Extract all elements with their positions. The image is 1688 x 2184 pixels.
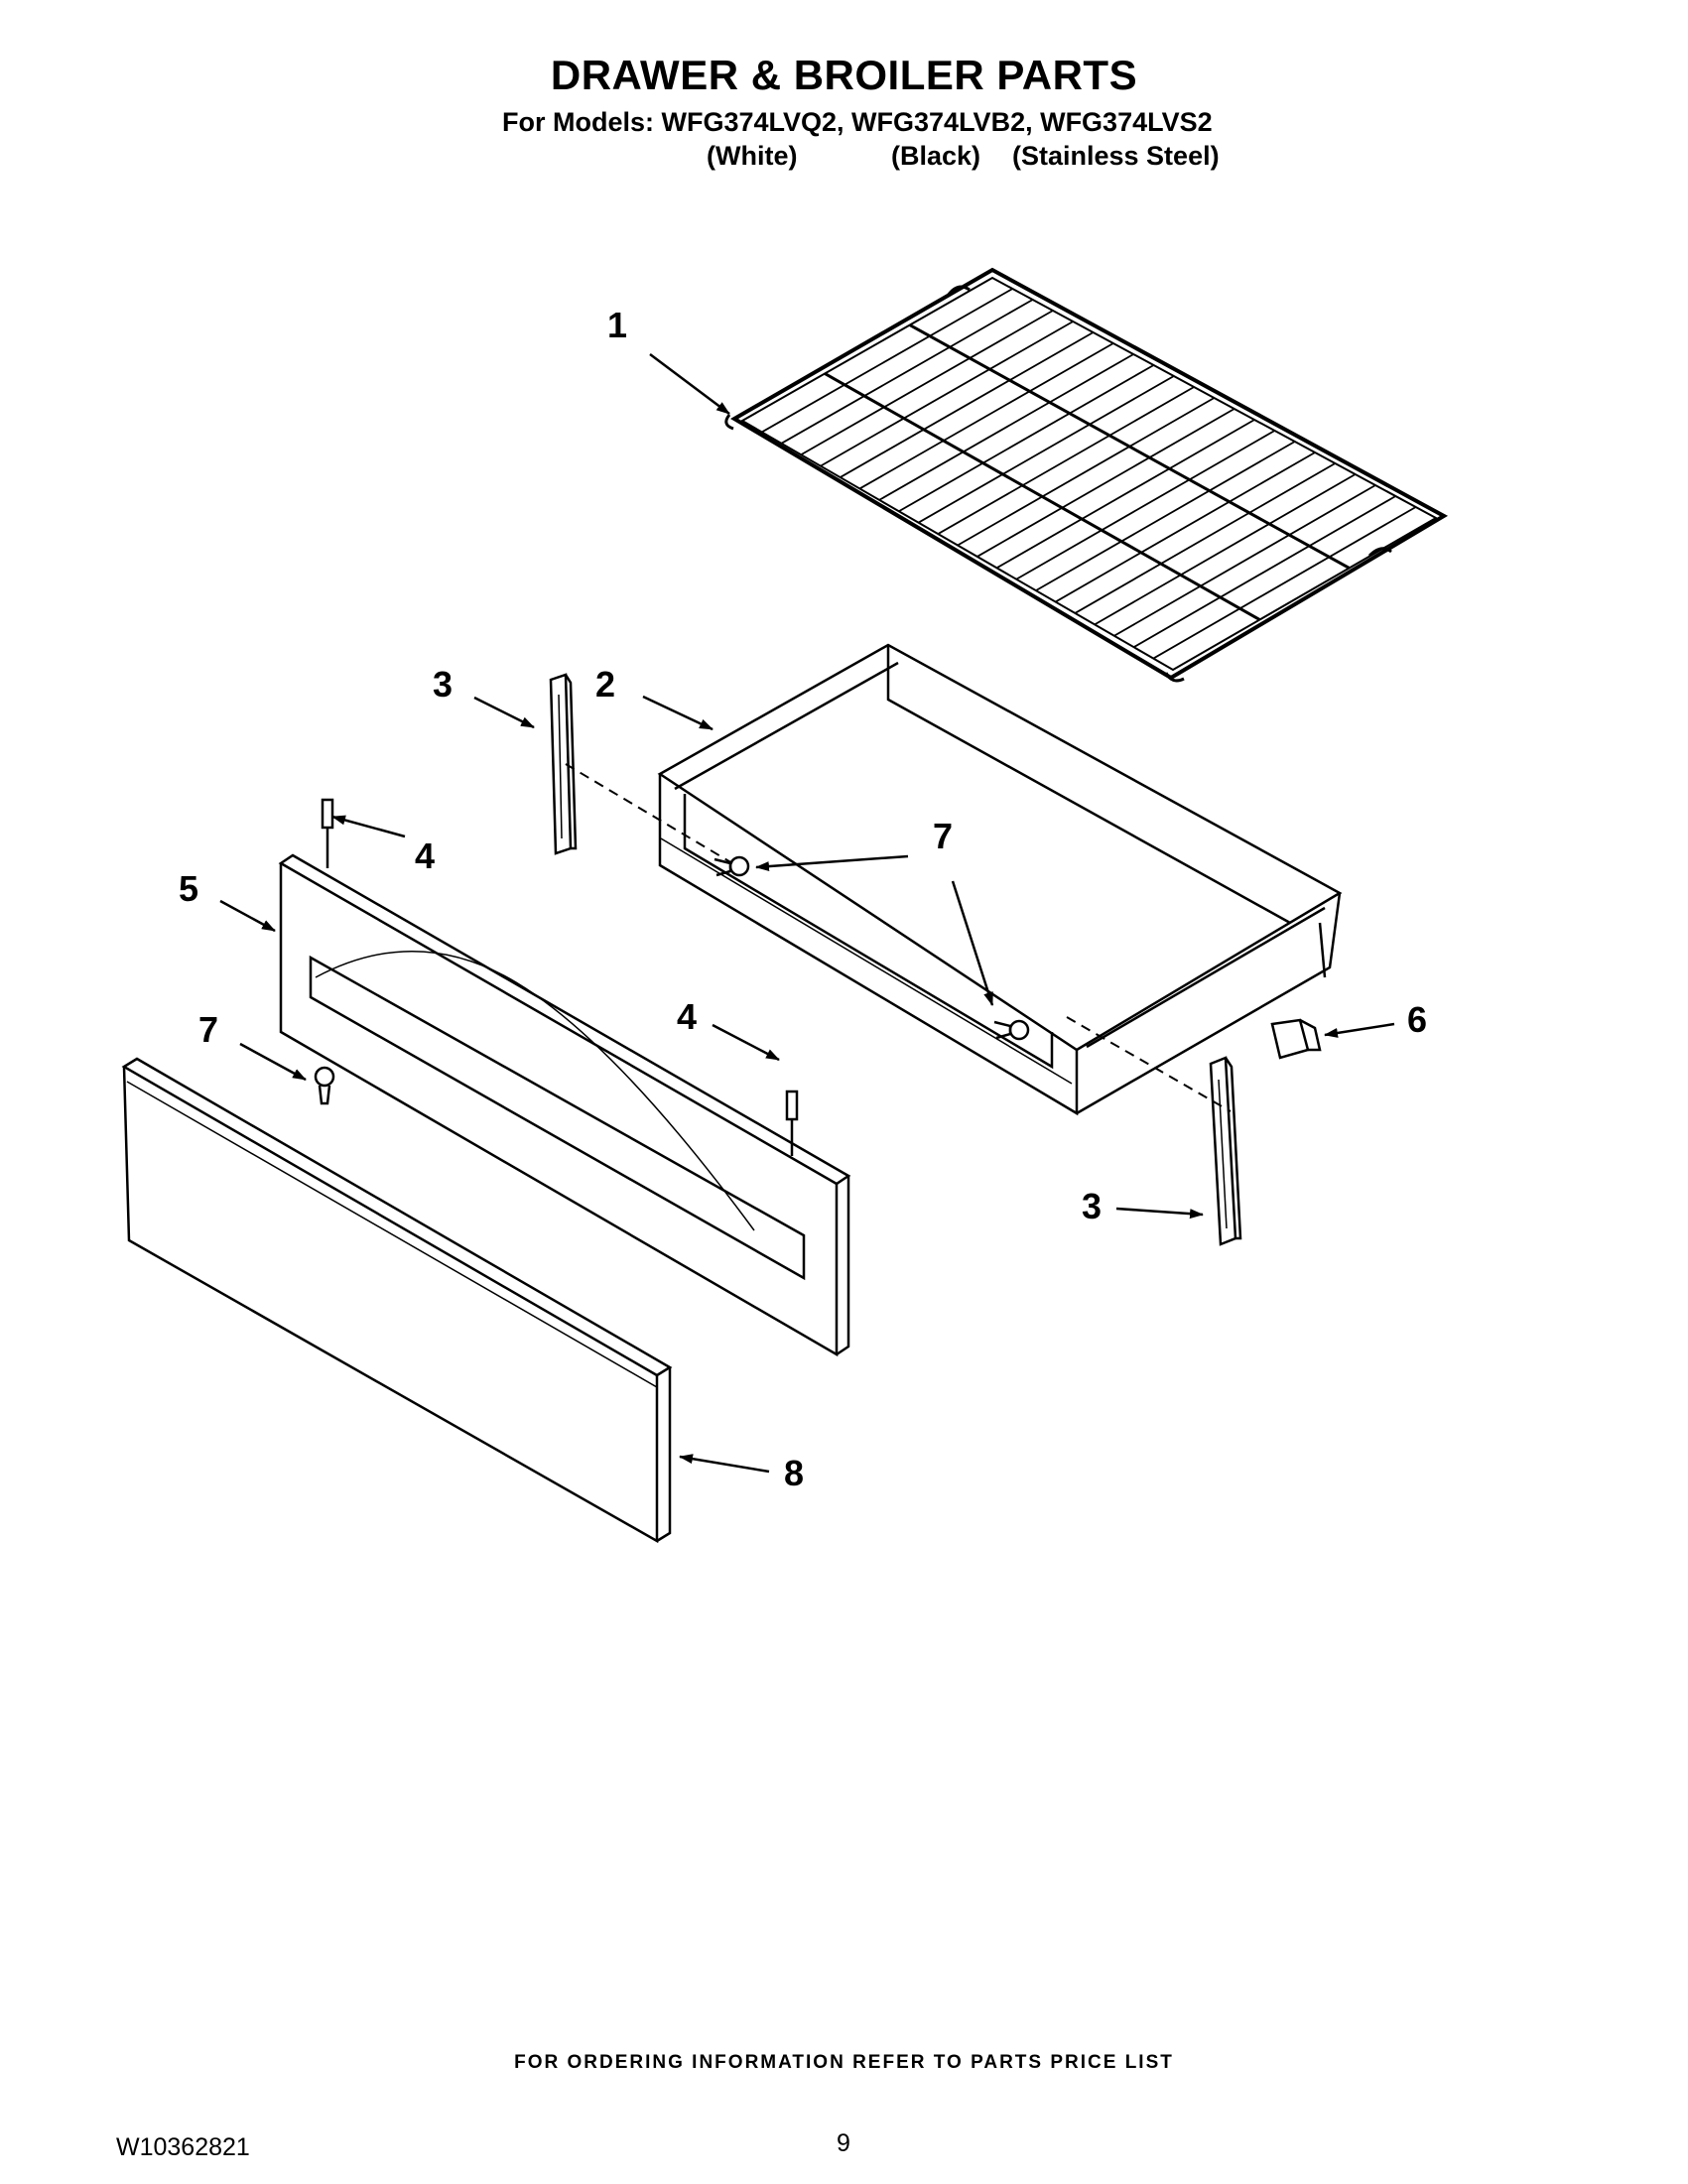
variant-white: (White)	[707, 141, 798, 171]
part-drawer-inner-panel	[278, 853, 851, 1357]
rack-wire	[918, 375, 1175, 524]
callout-8: 8	[784, 1453, 804, 1493]
leader-arrows	[219, 353, 1395, 1474]
page-title: DRAWER & BROILER PARTS	[550, 52, 1138, 98]
part-screw-lower	[314, 1066, 335, 1105]
callout-3-upper: 3	[433, 664, 453, 705]
rack-wire	[1094, 473, 1357, 626]
rack-wire	[1035, 441, 1296, 591]
document-number: W10362821	[116, 2133, 250, 2161]
rack-wire	[1113, 484, 1376, 637]
rack-wire	[1133, 495, 1396, 648]
rack-wire	[937, 386, 1195, 535]
rack-wire	[800, 310, 1054, 456]
part-oven-rack	[724, 267, 1449, 683]
ordering-note: FOR ORDERING INFORMATION REFER TO PARTS …	[514, 2052, 1174, 2073]
rack-wire	[1152, 506, 1417, 660]
rack-wire	[858, 342, 1114, 490]
rack-wire	[781, 299, 1034, 445]
callout-2: 2	[595, 664, 615, 705]
rack-wire	[957, 397, 1215, 547]
rack-wire	[840, 331, 1095, 478]
callout-4-left: 4	[415, 835, 435, 876]
rack-wire	[1055, 451, 1316, 603]
part-pin-right	[785, 1090, 799, 1156]
variant-stainless-steel: (Stainless Steel)	[1012, 141, 1220, 171]
part-drawer-pan	[657, 643, 1343, 1116]
rack-wire	[1015, 430, 1275, 580]
rack-wire	[1074, 462, 1336, 614]
callout-5: 5	[179, 868, 198, 909]
rack-wire	[820, 321, 1074, 467]
callout-7-lower: 7	[198, 1009, 218, 1050]
part-clip	[1270, 1018, 1322, 1060]
callout-4-right: 4	[677, 996, 697, 1037]
callout-1: 1	[607, 305, 627, 345]
callout-7-upper: 7	[933, 816, 953, 856]
assembly-lines	[565, 763, 1232, 1112]
rack-wire	[996, 419, 1255, 570]
part-drawer-slide-right	[1209, 1056, 1242, 1246]
page-number: 9	[837, 2129, 850, 2157]
part-drawer-slide-left	[549, 673, 578, 855]
part-screw-upper	[714, 855, 750, 877]
rack-wire	[878, 353, 1134, 501]
variant-black: (Black)	[891, 141, 981, 171]
callout-3-lower: 3	[1082, 1186, 1102, 1226]
callout-6: 6	[1407, 999, 1427, 1040]
rack-wire	[761, 288, 1013, 434]
rack-wire	[898, 364, 1154, 513]
rack-support-bar	[824, 372, 1261, 621]
part-drawer-front-panel	[121, 1057, 673, 1544]
part-screw-middle	[993, 1019, 1030, 1041]
part-pin-left	[321, 798, 334, 868]
rack-support-bar	[909, 323, 1351, 570]
rack-wire	[976, 408, 1235, 558]
models-line: For Models: WFG374LVQ2, WFG374LVB2, WFG3…	[502, 107, 1213, 137]
